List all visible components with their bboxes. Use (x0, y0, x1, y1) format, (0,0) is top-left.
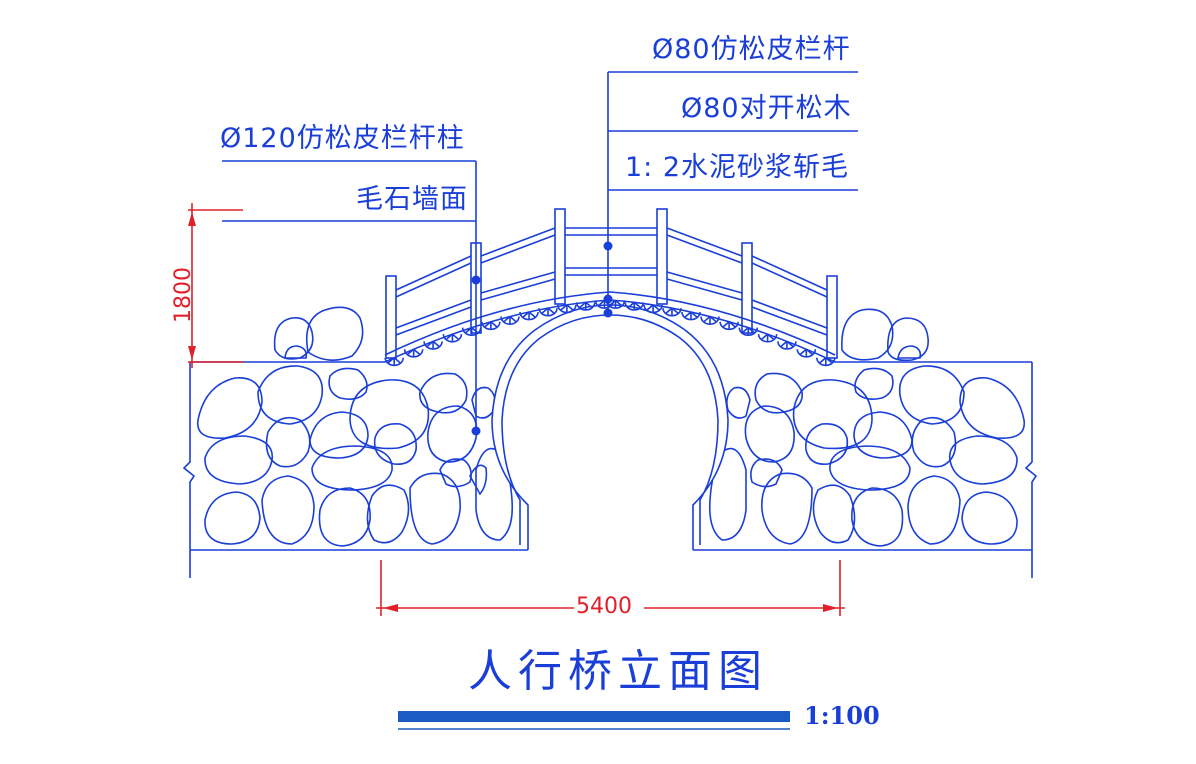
log-grain-line (665, 307, 673, 315)
log-grain-line (451, 333, 460, 341)
log-grain-line (406, 348, 415, 356)
railing-post (826, 275, 838, 359)
log-grain-line (413, 348, 421, 356)
arch-outer-ring (491, 304, 729, 550)
log-grain-line (608, 299, 617, 307)
split-log-end (796, 349, 817, 358)
break-line-left (182, 362, 196, 578)
dimension-height: 1800 (171, 267, 196, 323)
log-grain-line (709, 315, 717, 323)
log-grain-line (490, 321, 498, 328)
log-grain-line (805, 348, 814, 356)
callout-post: Ø120仿松皮栏杆柱 (220, 123, 465, 154)
log-grain-line (597, 299, 606, 307)
log-grain-line (799, 348, 807, 356)
log-grain-line (509, 315, 517, 323)
log-grain-line (578, 301, 587, 309)
rubble-wall-right (708, 365, 1026, 547)
log-grain-line (528, 311, 536, 318)
log-grain-line (786, 340, 794, 348)
log-grain-line (690, 311, 698, 318)
callout-mortar: 1: 2水泥砂浆斩毛 (625, 152, 850, 183)
split-log-end (777, 341, 797, 350)
log-grain-line (560, 304, 568, 311)
log-grain-line (614, 299, 623, 307)
log-grain-line (767, 333, 775, 341)
split-log-end (403, 349, 424, 358)
log-grain-line (445, 333, 453, 341)
log-grain-line (652, 304, 660, 311)
railing-post (554, 208, 566, 305)
arch-inner-ring (501, 314, 719, 545)
deck-top-curve (384, 291, 836, 356)
break-line-right (1024, 362, 1038, 578)
dimension-lines (188, 203, 845, 616)
leader-dots (471, 241, 613, 436)
rubble-wall-left (196, 365, 514, 547)
scale-bar (398, 711, 790, 722)
log-grain-line (627, 301, 635, 309)
log-grain-line (547, 307, 555, 315)
railing-post (385, 275, 397, 359)
callout-rail-bar: Ø80仿松皮栏杆 (652, 34, 851, 65)
log-grain-line (432, 340, 440, 348)
log-grain-line (566, 304, 574, 311)
log-grain-line (522, 311, 530, 318)
log-grain-line (426, 340, 434, 348)
split-log-end (423, 341, 443, 350)
dimension-span: 5400 (576, 594, 632, 619)
callout-log-half: Ø80对开松木 (681, 93, 852, 124)
dimension-arrow (823, 604, 838, 612)
callout-leaders (222, 71, 858, 431)
log-grain-line (741, 326, 749, 334)
log-grain-line (503, 315, 511, 323)
dimension-arrow (188, 346, 196, 360)
log-grain-line (760, 333, 769, 341)
railing-post (741, 242, 753, 334)
log-grain-line (780, 340, 788, 348)
split-log-end (575, 302, 596, 311)
log-grain-line (684, 311, 692, 318)
split-log-end (384, 357, 404, 367)
log-grain-line (818, 357, 827, 364)
dimension-arrow (383, 604, 398, 612)
split-log-end (816, 357, 836, 367)
drawing-scale: 1:100 (804, 701, 880, 730)
split-log-end (624, 302, 645, 311)
top-boulders (273, 306, 929, 362)
log-grain-line (671, 307, 679, 315)
railing-post (656, 208, 668, 305)
log-grain-line (471, 326, 479, 334)
railing-bars (395, 227, 828, 336)
log-grain-line (541, 307, 549, 315)
log-grain-line (483, 321, 492, 328)
drawing-title: 人行桥立面图 (468, 646, 768, 697)
log-grain-line (703, 315, 711, 323)
log-grain-line (728, 321, 737, 328)
log-grain-line (722, 321, 730, 328)
log-grain-line (633, 301, 642, 309)
dimension-arrow (188, 212, 196, 226)
callout-rubble-wall: 毛石墙面 (356, 184, 468, 215)
log-grain-line (585, 301, 593, 309)
log-grain-line (646, 304, 654, 311)
